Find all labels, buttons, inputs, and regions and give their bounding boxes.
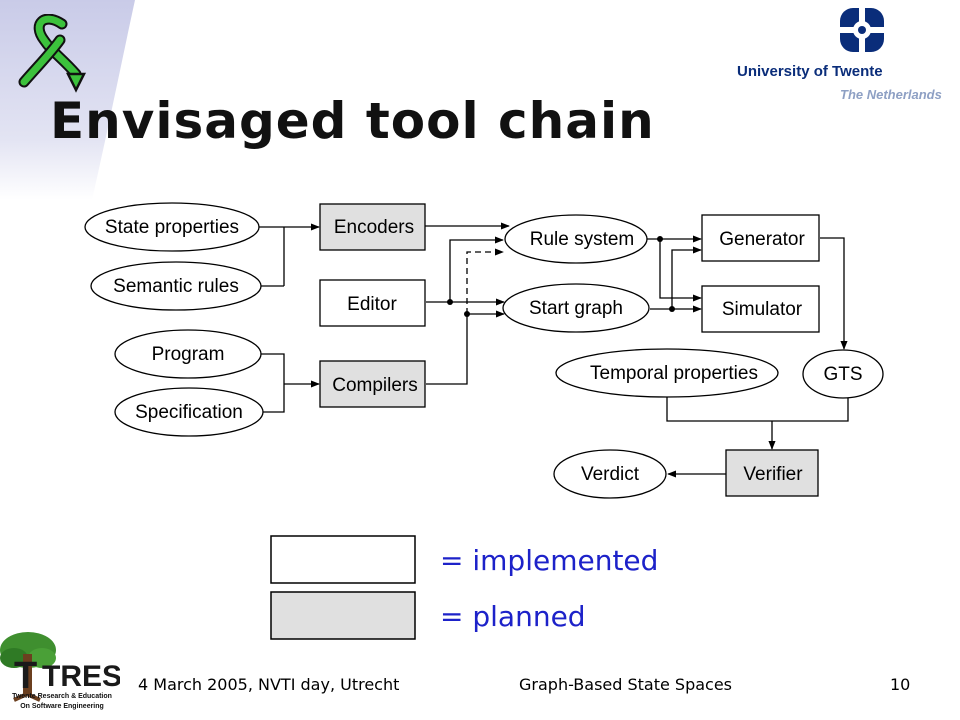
legend-planned-swatch (270, 591, 416, 640)
node-program: Program (114, 329, 262, 379)
svg-text:Specification: Specification (135, 402, 243, 423)
arrow-start-graph-to-generator (671, 246, 702, 309)
box-editor: Editor (319, 279, 426, 327)
trese-subtitle-line1: Twente Research & Education (12, 693, 112, 700)
arrow-rule-system-to-simulator (659, 239, 702, 302)
node-rule-system: Rule system (504, 214, 648, 264)
university-name: University of Twente (737, 63, 883, 80)
svg-text:Temporal properties: Temporal properties (590, 363, 758, 384)
legend-planned-label: = planned (440, 600, 586, 633)
trese-logo-name: TRESE (42, 660, 120, 693)
box-verifier: Verifier (725, 449, 819, 497)
footer-date-venue: 4 March 2005, NVTI day, Utrecht (138, 675, 400, 694)
svg-text:Start graph: Start graph (529, 298, 623, 319)
box-generator: Generator (701, 214, 820, 262)
svg-text:Encoders: Encoders (334, 217, 414, 238)
arrow-compilers-to-rule-system-dashed (466, 248, 504, 314)
box-compilers: Compilers (319, 360, 426, 408)
ribbon-logo-icon (18, 14, 87, 93)
node-gts: GTS (802, 349, 884, 399)
svg-text:T: T (14, 655, 37, 697)
university-country: The Netherlands (840, 87, 942, 102)
svg-text:Generator: Generator (719, 229, 805, 250)
footer-page-number: 10 (890, 675, 911, 694)
svg-text:Program: Program (152, 344, 225, 365)
svg-text:Simulator: Simulator (722, 299, 803, 320)
box-encoders: Encoders (319, 203, 426, 251)
svg-text:Editor: Editor (347, 294, 397, 315)
university-emblem-icon (840, 8, 884, 52)
svg-text:State properties: State properties (105, 217, 239, 238)
node-temporal-properties: Temporal properties (555, 348, 779, 398)
trese-logo-icon: T TRESE (0, 632, 120, 702)
footer-talk-title: Graph-Based State Spaces (519, 675, 733, 694)
node-start-graph: Start graph (502, 283, 650, 333)
svg-text:GTS: GTS (823, 364, 862, 385)
svg-text:Verifier: Verifier (743, 464, 803, 485)
junction-dots (447, 236, 675, 317)
box-simulator: Simulator (701, 285, 820, 333)
arrow-editor-to-rule-system (449, 236, 504, 302)
svg-text:Rule system: Rule system (530, 229, 635, 250)
node-verdict: Verdict (553, 449, 667, 499)
svg-text:Compilers: Compilers (332, 375, 418, 396)
arrow-compilers-to-start-graph (426, 310, 505, 385)
node-semantic-rules: Semantic rules (90, 261, 262, 311)
svg-text:Semantic rules: Semantic rules (113, 276, 239, 297)
slide-title: Envisaged tool chain (50, 92, 655, 150)
node-state-properties: State properties (84, 202, 260, 252)
connector-to-verifier (666, 395, 849, 422)
connector-program (260, 353, 285, 413)
arrow-generator-to-gts (820, 237, 848, 350)
node-specification: Specification (114, 387, 264, 437)
legend-implemented-swatch (270, 535, 416, 584)
connectors (258, 222, 849, 478)
legend-implemented-label: = implemented (440, 544, 659, 577)
trese-subtitle-line2: On Software Engineering (20, 703, 104, 710)
svg-text:Verdict: Verdict (581, 464, 640, 485)
